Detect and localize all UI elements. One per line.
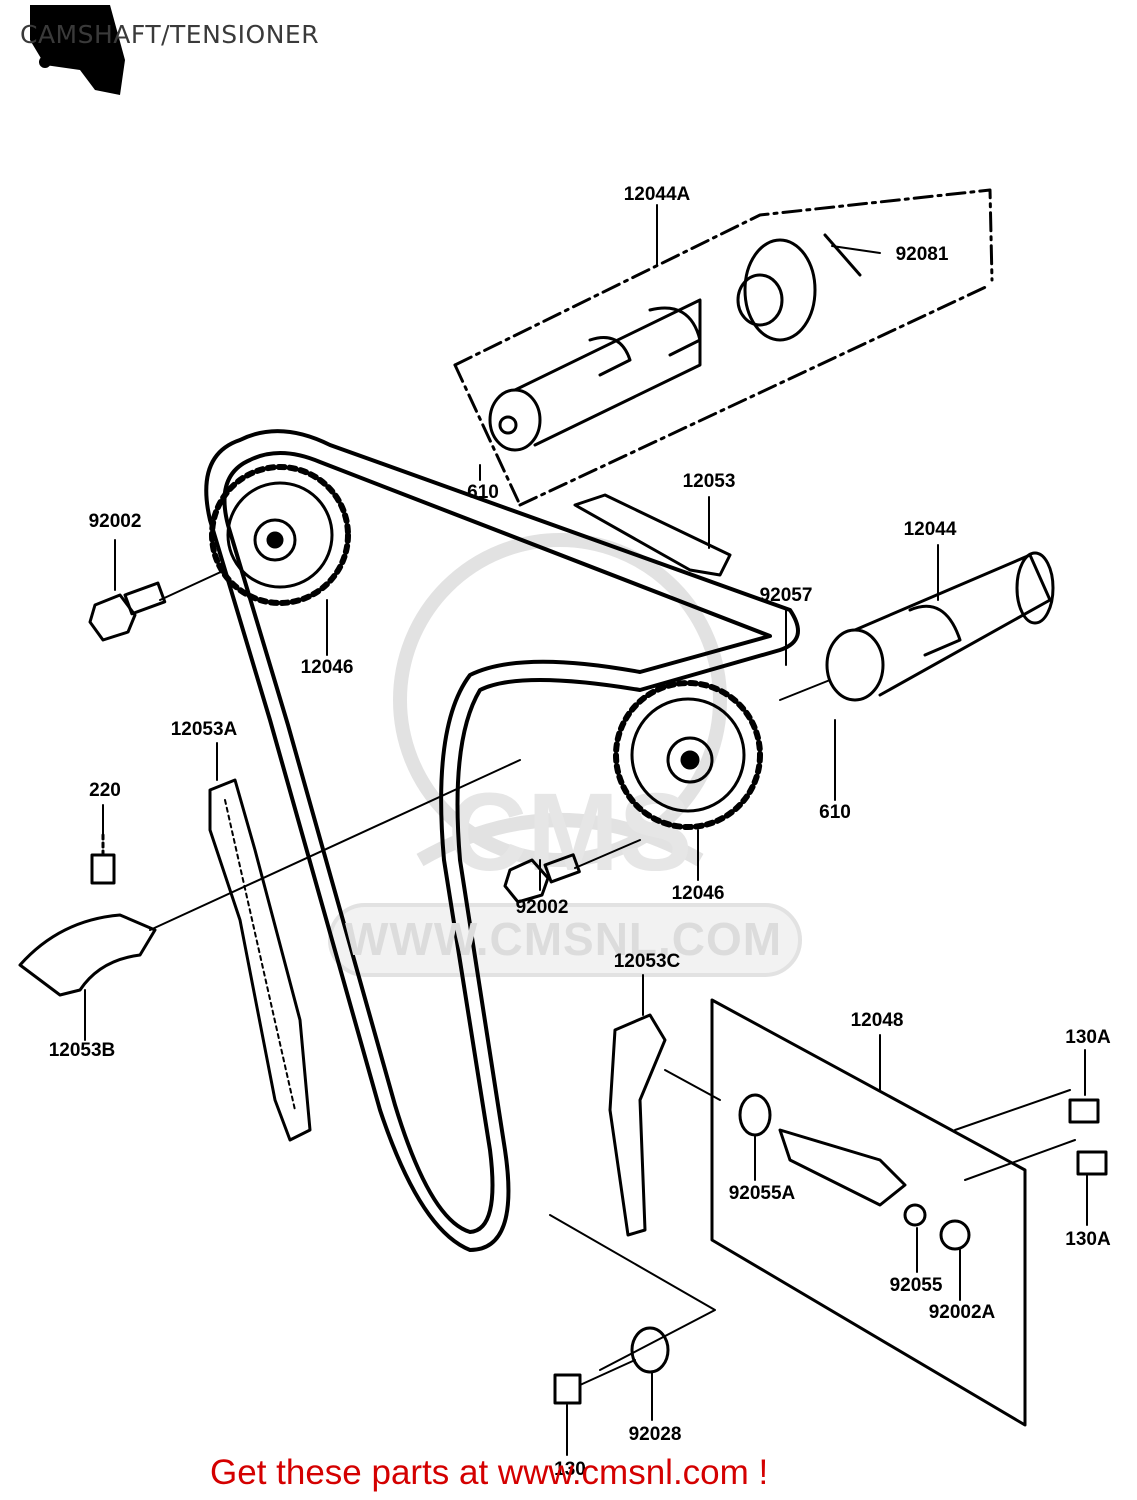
sprocket-left xyxy=(209,464,351,606)
part-label-130[interactable]: 130 xyxy=(554,1459,586,1480)
part-label-220[interactable]: 220 xyxy=(89,780,121,801)
part-label-12044[interactable]: 12044 xyxy=(903,519,957,540)
part-label-12044A[interactable]: 12044A xyxy=(623,184,691,205)
guide-12053B xyxy=(18,759,521,997)
tensioner-frame xyxy=(710,998,1027,1427)
watermark-url: WWW.CMSNL.COM xyxy=(345,913,783,965)
page-title: CAMSHAFT/TENSIONER xyxy=(20,20,320,49)
part-label-610-top[interactable]: 610 xyxy=(467,482,499,503)
promo-link[interactable]: Get these parts at www.cmsnl.com ! xyxy=(210,1453,769,1492)
pin-92081 xyxy=(823,233,862,277)
bolt-left xyxy=(88,569,226,642)
part-label-92028[interactable]: 92028 xyxy=(628,1424,682,1445)
leader-lines xyxy=(84,204,1088,1456)
camshaft-intake xyxy=(779,551,1055,702)
part-label-12053C[interactable]: 12053C xyxy=(613,951,681,972)
guide-12053A xyxy=(208,778,312,1142)
part-label-130A-bottom[interactable]: 130A xyxy=(1065,1229,1111,1250)
washer-and-bolt-130 xyxy=(549,1214,716,1405)
guide-12053 xyxy=(573,493,732,577)
part-label-12046-left[interactable]: 12046 xyxy=(300,657,354,678)
part-label-92055[interactable]: 92055 xyxy=(889,1275,943,1296)
tensioner-blade-12053C xyxy=(608,1013,721,1237)
camshaft-group-frame xyxy=(453,188,994,507)
camshaft-exhaust xyxy=(488,238,817,452)
part-label-92057[interactable]: 92057 xyxy=(759,585,813,606)
part-label-12046-mid[interactable]: 12046 xyxy=(671,883,725,904)
part-label-92002A[interactable]: 92002A xyxy=(928,1302,996,1323)
corner-logo xyxy=(30,5,125,95)
part-label-92055A[interactable]: 92055A xyxy=(728,1183,796,1204)
cam-chain xyxy=(204,429,800,1252)
part-label-92081[interactable]: 92081 xyxy=(895,244,949,265)
part-label-12053B[interactable]: 12053B xyxy=(48,1040,116,1061)
bolt-mid xyxy=(503,839,641,904)
part-label-130A-top[interactable]: 130A xyxy=(1065,1027,1111,1048)
tensioner-body xyxy=(738,1093,971,1251)
part-label-610-right[interactable]: 610 xyxy=(819,802,851,823)
sprocket-right xyxy=(613,680,763,830)
part-label-12053[interactable]: 12053 xyxy=(682,471,736,492)
part-label-92002-left[interactable]: 92002 xyxy=(88,511,142,532)
part-label-12048[interactable]: 12048 xyxy=(850,1010,904,1031)
part-label-12053A[interactable]: 12053A xyxy=(170,719,238,740)
part-label-92002-mid[interactable]: 92002 xyxy=(515,897,569,918)
bolts-130A xyxy=(954,1089,1108,1181)
